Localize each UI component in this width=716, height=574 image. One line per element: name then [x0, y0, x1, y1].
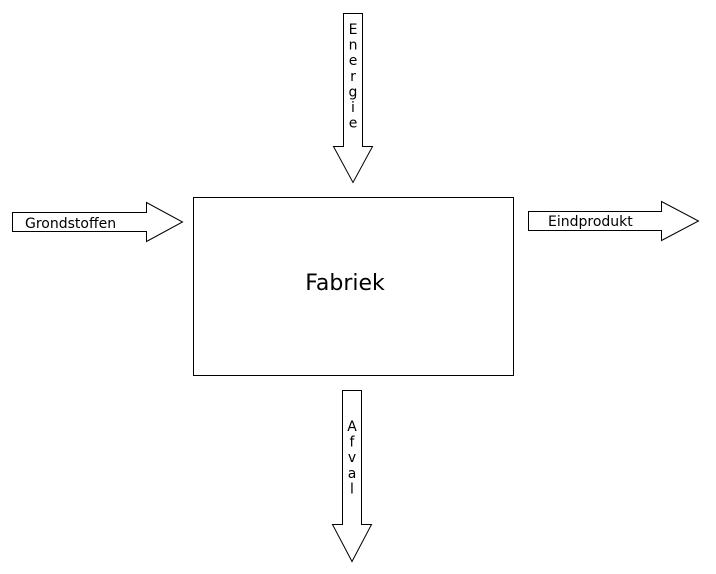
- raw-materials-arrow: Grondstoffen: [12, 201, 184, 243]
- factory-box: [193, 197, 514, 376]
- energy-arrow-shape: [332, 13, 374, 184]
- end-product-arrow-shape: [528, 200, 700, 242]
- waste-arrow-shape: [331, 390, 373, 563]
- end-product-arrow: Eindprodukt: [528, 200, 700, 242]
- raw-materials-arrow-shape: [12, 201, 184, 243]
- factory-label: Fabriek: [305, 271, 385, 296]
- raw-materials-label: Grondstoffen: [25, 216, 116, 232]
- end-product-label: Eindprodukt: [548, 214, 633, 230]
- factory-node: Fabriek: [193, 197, 514, 376]
